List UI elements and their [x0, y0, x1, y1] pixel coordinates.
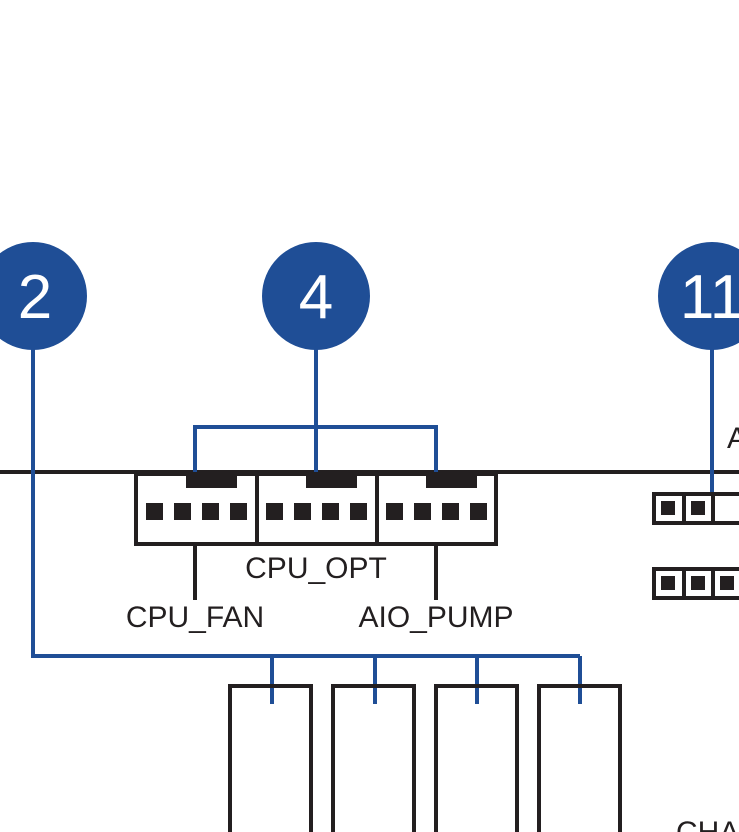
callout-2-leader [31, 296, 582, 704]
dimm-slot [434, 684, 519, 832]
header-pin [294, 503, 311, 520]
cpu-fan-label: CPU_FAN [126, 601, 264, 634]
header-pin [146, 503, 163, 520]
header-pin [470, 503, 487, 520]
header-pin [230, 503, 247, 520]
dimm-slot [331, 684, 416, 832]
cpu-opt-key [306, 474, 357, 488]
callout-2: 2 [0, 242, 87, 350]
header-pin [202, 503, 219, 520]
header-pin [322, 503, 339, 520]
dimm-slot [228, 684, 313, 832]
partial-label-cha: CHA [676, 816, 739, 832]
callout-number: 2 [18, 263, 52, 332]
dimm-slot [537, 684, 622, 832]
aio-pump-key [426, 474, 477, 488]
callout-number: 11 [680, 263, 739, 332]
aio-pump-label: AIO_PUMP [358, 601, 513, 634]
header-pin [386, 503, 403, 520]
cpu-fan-key [186, 474, 237, 488]
header-pin [414, 503, 431, 520]
fan-headers [134, 472, 498, 546]
dimm-slots [228, 684, 622, 832]
callout-4: 4 [262, 242, 370, 350]
header-pin [266, 503, 283, 520]
pin-header-top [652, 492, 739, 525]
header-pin [174, 503, 191, 520]
partial-label-a: A [727, 422, 739, 455]
header-pin [442, 503, 459, 520]
callout-11: 11 [658, 242, 739, 350]
cpu-opt-label: CPU_OPT [245, 552, 387, 585]
callout-number: 4 [299, 263, 333, 332]
header-pin [350, 503, 367, 520]
pin-header-bottom [652, 567, 739, 600]
